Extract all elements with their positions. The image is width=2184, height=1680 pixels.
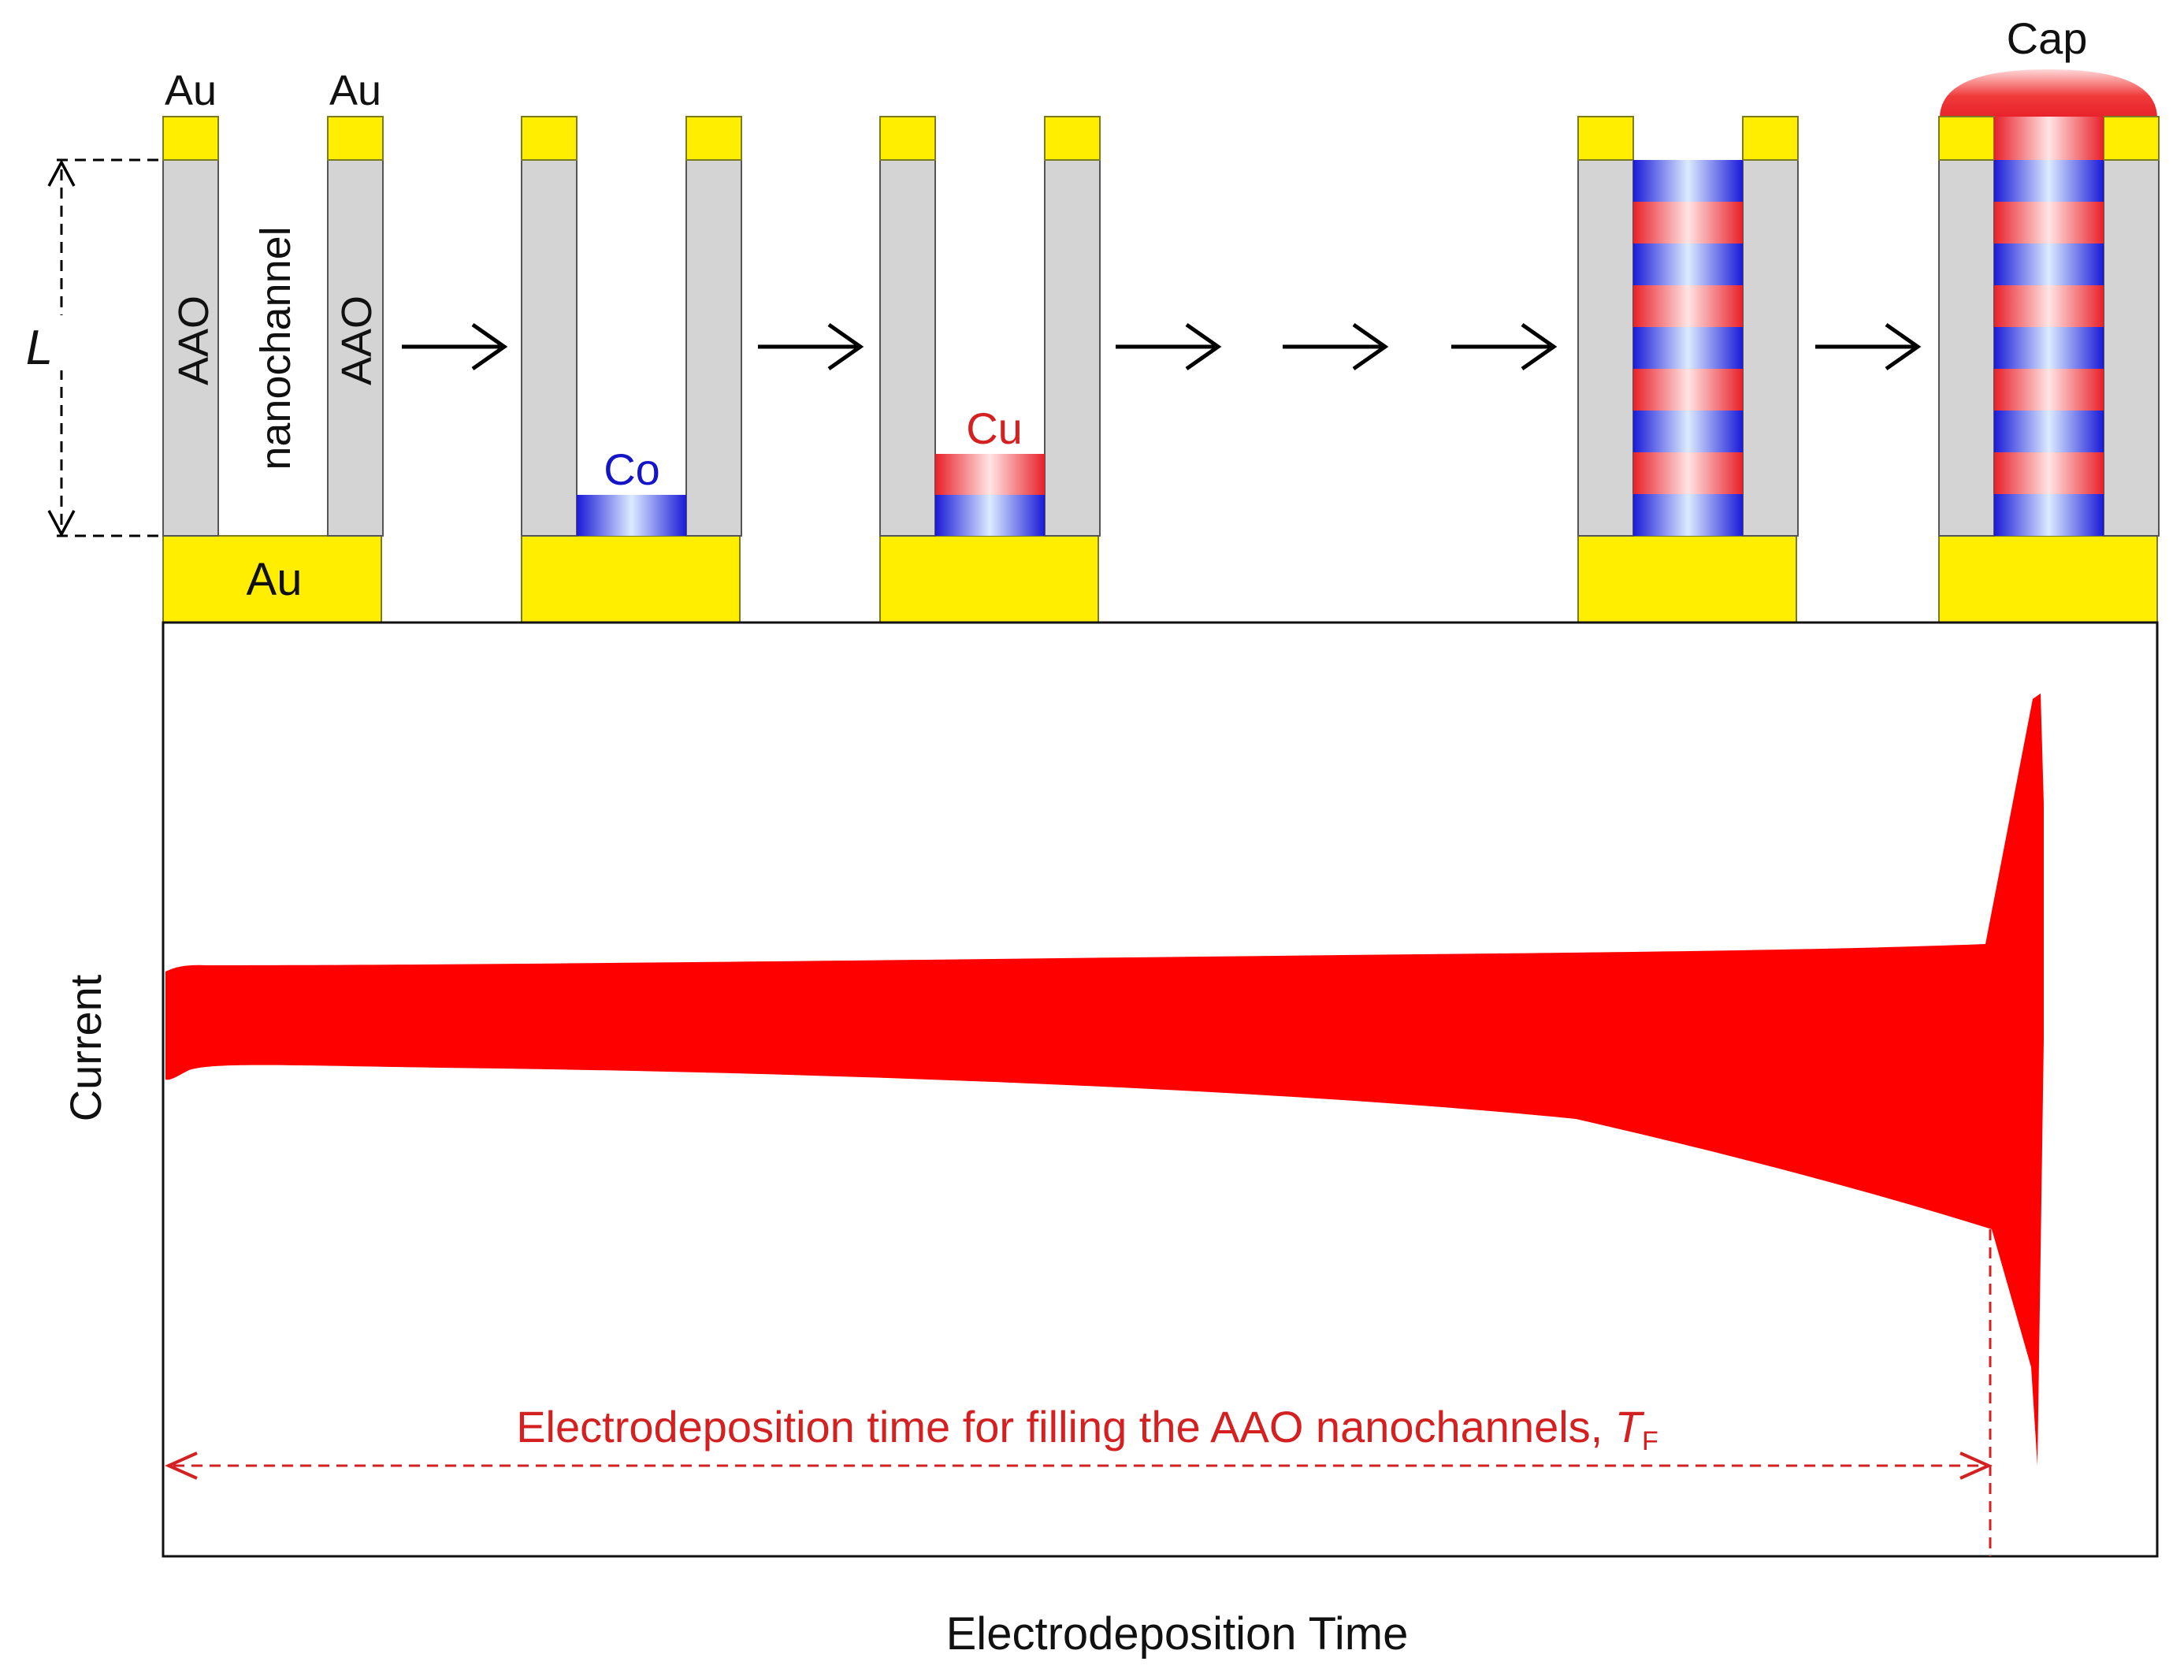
process-arrow-1 [402, 322, 508, 371]
cap-stem [1994, 117, 2104, 160]
stage-empty-template: Au Au Au AAO AAO nanochannel [162, 67, 384, 623]
au-label-right: Au [329, 67, 381, 114]
co-segment [1994, 411, 2104, 453]
au-top-pad-left [1938, 116, 1995, 161]
fill-time-annotation: Electrodeposition time for filling the A… [516, 1402, 1658, 1456]
au-top-pad-right [1742, 116, 1799, 161]
co-segment [1633, 327, 1743, 370]
au-top-pad-left [1577, 116, 1634, 161]
length-arrowhead-top [47, 159, 76, 187]
cu-segment [1633, 285, 1743, 328]
co-segment [935, 495, 1045, 536]
stage-capped-channel: Cap [1938, 13, 2160, 623]
cap-overgrowth [1940, 69, 2157, 118]
co-segment [1994, 243, 2104, 286]
nanochannel-label: nanochannel [252, 226, 299, 470]
co-segment [1633, 494, 1743, 536]
au-base-pad [521, 535, 741, 623]
co-segment [1994, 327, 2104, 370]
process-arrows [402, 322, 1922, 371]
cu-segment [1994, 369, 2104, 411]
co-segment [1633, 411, 1743, 453]
cu-segment [1633, 369, 1743, 411]
plot-frame [162, 621, 2159, 1558]
length-indicator: L [26, 158, 163, 537]
fill-time-arrowhead-left [165, 1451, 198, 1480]
cap-label: Cap [2007, 13, 2088, 63]
x-axis-label: Electrodeposition Time [946, 1608, 1409, 1660]
au-top-pad-right [327, 116, 384, 161]
aao-wall-left [521, 159, 578, 537]
stage-filled-channel [1577, 116, 1799, 623]
au-base-label: Au [247, 554, 303, 605]
aao-wall-left [1938, 159, 1995, 537]
au-top-pad-right [2103, 116, 2160, 161]
length-arrowhead-bottom [47, 510, 76, 537]
cu-segment [1633, 452, 1743, 495]
au-top-pad-left [879, 116, 936, 161]
process-arrow-2 [758, 322, 864, 371]
au-top-pad-left [521, 116, 578, 161]
au-top-pad-right [1044, 116, 1101, 161]
co-segment [1994, 494, 2104, 536]
au-top-pad-left [162, 116, 219, 161]
aao-label-right: AAO [333, 295, 381, 385]
stage-cobalt-deposit: Co [521, 116, 742, 623]
y-axis-label: Current [61, 974, 110, 1121]
process-arrow-4 [1283, 322, 1389, 371]
aao-wall-right [1742, 159, 1799, 537]
co-segment [1633, 243, 1743, 286]
aao-wall-right [685, 159, 742, 537]
aao-label-left: AAO [170, 295, 217, 385]
current-trace [165, 693, 2044, 1466]
au-base-pad [162, 535, 382, 623]
process-arrow-3 [1116, 322, 1222, 371]
aao-wall-left [162, 159, 219, 537]
current-plot: Electrodeposition time for filling the A… [61, 621, 2159, 1660]
multilayer-stack [1994, 160, 2104, 536]
au-base-pad [1577, 535, 1797, 623]
length-label: L [26, 321, 53, 375]
aao-wall-left [1577, 159, 1634, 537]
cu-segment [1994, 202, 2104, 244]
au-base-pad [879, 535, 1099, 623]
co-segment [1633, 160, 1743, 203]
cu-segment [1994, 285, 2104, 328]
fill-time-arrowhead-right [1959, 1451, 1993, 1480]
cu-segment [935, 454, 1045, 495]
au-label-left: Au [165, 67, 217, 114]
aao-wall-left [879, 159, 936, 537]
aao-wall-right [1044, 159, 1101, 537]
au-base-pad [1938, 535, 2158, 623]
multilayer-stack [1633, 160, 1743, 536]
cu-segment [1633, 202, 1743, 244]
au-top-pad-right [685, 116, 742, 161]
process-arrow-6 [1815, 322, 1922, 371]
process-arrow-5 [1451, 322, 1558, 371]
cu-segment [1994, 452, 2104, 495]
stage-copper-deposit: Cu [879, 116, 1101, 623]
co-segment [1994, 160, 2104, 203]
co-label: Co [604, 444, 660, 494]
co-segment [577, 495, 686, 536]
aao-wall-right [2103, 159, 2160, 537]
cu-label: Cu [966, 403, 1023, 453]
